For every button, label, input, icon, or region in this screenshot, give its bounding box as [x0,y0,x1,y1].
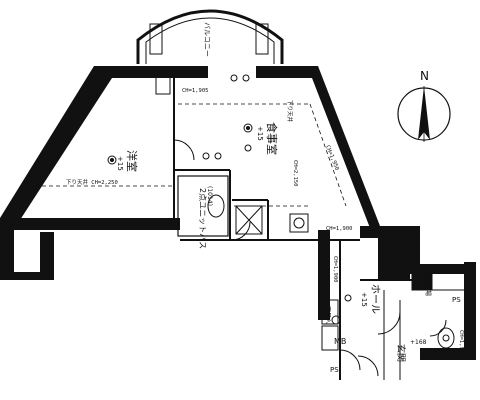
balcony: バルコニー [136,9,284,64]
room-dining-name: 食事室 [265,122,279,155]
unit-bath-label: 2点ユニットバス [198,188,207,249]
ceiling-hall-left2: CH=1,900 [332,256,338,283]
fixtures [155,73,455,349]
room-hall-name: ホール [369,284,381,314]
mb-label: MB [334,337,346,346]
room-western-name: 洋室 [125,150,139,172]
ceiling-western-beam: 下り天井 CH=2,250 [66,178,118,186]
ceiling-dk-window: CH=1,905 [182,88,209,94]
ps-upper-label: PS [452,296,461,304]
north-compass: N [397,69,451,142]
electrical-symbols [107,74,352,302]
room-dining-area: +15 [256,126,264,141]
ceiling-entrance-side: CH=1,900 [458,330,464,357]
ceiling-hall-left: CH=1,800 [324,252,330,279]
exterior-walls [0,66,476,360]
ps-lower-label: PS [330,366,339,374]
windows [172,69,300,75]
north-label: N [420,69,429,83]
ceiling-dk-center: CH=2,150 [292,160,298,187]
ceiling-dk-beam: 下り天井 [286,100,294,123]
unit-bath-size: (1014) [206,186,213,206]
ceiling-lines [27,103,347,207]
doors [173,139,447,377]
room-entrance-area: +168 [410,339,427,346]
room-western-area: +15 [116,156,124,171]
shoe-box-label: 下足入 [324,306,331,324]
room-hall-area: +15 [360,292,368,307]
balcony-label: バルコニー [203,22,211,57]
washer-label: 洗濯機置場 [424,266,432,296]
ceiling-dk-side: CH=1,950 [324,145,339,172]
ceiling-bath-door: CH=1,900 [326,226,353,232]
room-entrance-name: 玄関 [395,344,407,362]
